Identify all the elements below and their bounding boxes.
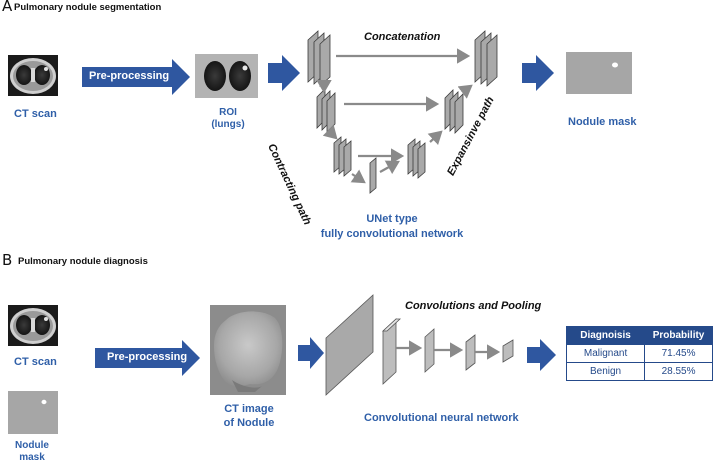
- cnn-layer-sides: [381, 318, 402, 332]
- nodule-mask-label-a: Nodule mask: [568, 116, 637, 128]
- roi-label-line1: ROI: [219, 107, 237, 118]
- roi-label: ROI (lungs): [208, 107, 248, 131]
- arrow-to-cnn: [298, 337, 324, 369]
- ct-scan-label-a: CT scan: [14, 108, 57, 120]
- nodule-mask-label-b-line1: Nodule: [15, 440, 49, 451]
- panel-b-title: Pulmonary nodule diagnosis: [18, 256, 148, 267]
- results-table-wrapper: Diagnoisis Probability Malignant 71.45% …: [565, 326, 713, 381]
- arrow-to-results: [527, 339, 556, 371]
- nodule-mask-label-b: Nodule mask: [8, 440, 56, 464]
- header-diagnosis: Diagnoisis: [565, 326, 646, 345]
- row-benign-probability: 28.55%: [644, 362, 713, 381]
- table-row: Malignant 71.45%: [565, 344, 713, 363]
- nodule-mask-label-b-line2: mask: [19, 452, 45, 463]
- unet-arrows: [316, 48, 473, 184]
- unet-encoder-layers: [307, 30, 377, 194]
- table-row: Benign 28.55%: [565, 362, 713, 381]
- nodule-mask-image-b: [8, 391, 58, 434]
- unet-caption-line2: fully convolutional network: [320, 228, 464, 240]
- preprocessing-label-a: Pre-processing: [89, 70, 170, 82]
- cnn-arrows: [396, 340, 501, 360]
- ct-nodule-label-line2: of Nodule: [223, 417, 275, 429]
- header-probability: Probability: [644, 326, 713, 345]
- unet-caption-line1: UNet type: [366, 213, 418, 225]
- cnn-layers: [325, 294, 514, 396]
- cnn-caption: Convolutional neural network: [364, 412, 519, 424]
- arrow-to-unet: [268, 55, 300, 91]
- ct-scan-image-b: [8, 305, 58, 346]
- roi-image: [195, 54, 258, 98]
- preprocessing-arrow-b: [95, 340, 200, 376]
- panel-a-title: Pulmonary nodule segmentation: [14, 2, 162, 13]
- panel-a-letter: A: [2, 0, 13, 15]
- ct-scan-image-a: [8, 55, 58, 96]
- concatenation-label: Concatenation: [364, 31, 441, 43]
- roi-label-line2: (lungs): [211, 119, 245, 130]
- arrow-to-mask: [522, 55, 554, 91]
- ct-scan-label-b: CT scan: [14, 356, 57, 368]
- ct-nodule-label: CT image of Nodule: [213, 402, 285, 430]
- row-benign-diagnosis: Benign: [565, 362, 646, 381]
- ct-nodule-image: [210, 305, 286, 395]
- unet-decoder-layers: [407, 30, 498, 179]
- preprocessing-arrow-a: [82, 59, 190, 95]
- results-header-row: Diagnoisis Probability: [565, 326, 713, 345]
- ct-nodule-label-line1: CT image: [224, 403, 274, 415]
- row-malignant-diagnosis: Malignant: [565, 344, 646, 363]
- results-table: Diagnoisis Probability Malignant 71.45% …: [565, 326, 713, 381]
- unet-caption: UNet type fully convolutional network: [312, 212, 472, 242]
- conv-pool-label: Convolutions and Pooling: [405, 300, 542, 312]
- panel-b-letter: B: [2, 251, 13, 269]
- nodule-mask-image-a: [566, 52, 632, 94]
- row-malignant-probability: 71.45%: [644, 344, 713, 363]
- preprocessing-label-b: Pre-processing: [107, 351, 188, 363]
